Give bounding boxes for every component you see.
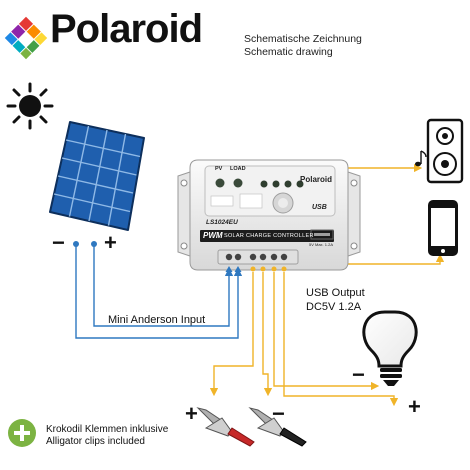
schematic-caption: Schematische Zeichnung Schematic drawing	[244, 33, 362, 59]
usb-output-title: USB Output	[306, 287, 365, 299]
terminal-icon	[225, 253, 233, 261]
clips-note-english: Alligator clips included	[46, 436, 145, 447]
terminal-icon	[234, 253, 242, 261]
panel-minus-sign: −	[52, 230, 65, 255]
panel-plus-terminal	[91, 241, 97, 247]
controller-subtitle: SOLAR CHARGE CONTROLLER	[224, 232, 314, 239]
terminal-icon	[270, 253, 278, 261]
terminal-icon	[259, 253, 267, 261]
pv-label: PV	[215, 166, 223, 172]
sun-icon	[6, 82, 54, 130]
terminal-icon	[249, 253, 257, 261]
alligator-clip-icon	[248, 407, 307, 447]
clip-plus-sign: +	[185, 401, 198, 426]
usb-logo: USB	[312, 204, 327, 211]
caption-english: Schematic drawing	[244, 46, 333, 58]
controller-pwm: PWM	[203, 231, 223, 240]
usb-rating: 5V Max. 1.2A	[309, 242, 334, 247]
caption-german: Schematische Zeichnung	[244, 33, 362, 45]
controller-model: LS1024EU	[206, 219, 238, 226]
speaker-icon	[415, 118, 464, 184]
input-wires	[75, 244, 243, 339]
alligator-clips-note: Krokodil Klemmen inklusive Alligator cli…	[46, 424, 168, 448]
polaroid-logo-icon	[4, 16, 48, 60]
controller-brand: Polaroid	[300, 175, 333, 184]
clips-note-german: Krokodil Klemmen inklusive	[46, 424, 169, 435]
status-led-icon	[296, 180, 304, 188]
status-led-icon	[272, 180, 280, 188]
alligator-clip-icon	[196, 407, 255, 447]
bulb-plus-sign: +	[408, 394, 421, 419]
plus-circle-icon	[8, 419, 36, 447]
panel-minus-terminal	[73, 241, 79, 247]
pv-led-icon	[215, 178, 225, 188]
brand-title: Polaroid	[50, 7, 203, 51]
clip-minus-sign: −	[272, 401, 285, 426]
solar-panel-icon	[49, 121, 145, 231]
load-led-icon	[233, 178, 243, 188]
light-bulb-icon	[362, 310, 418, 386]
anderson-input-label: Mini Anderson Input	[108, 314, 206, 326]
terminal-icon	[280, 253, 288, 261]
panel-plus-sign: +	[104, 230, 117, 255]
smartphone-icon	[428, 200, 458, 256]
status-led-icon	[260, 180, 268, 188]
load-label: LOAD	[230, 166, 246, 172]
usb-output-rating: DC5V 1.2A	[306, 301, 362, 313]
usb-output-label: USB Output DC5V 1.2A	[306, 286, 365, 314]
bulb-minus-sign: −	[352, 362, 365, 387]
charge-controller	[177, 159, 361, 272]
status-led-icon	[284, 180, 292, 188]
